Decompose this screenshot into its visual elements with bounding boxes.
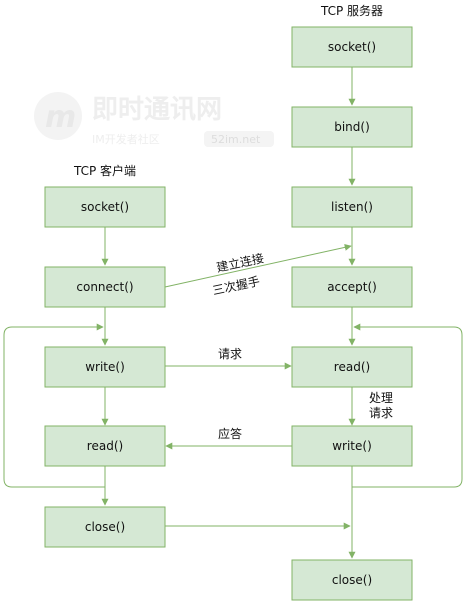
client-connect-label: connect(): [76, 280, 133, 294]
edge-client-loop: [3, 323, 105, 488]
server-bind-label: bind(): [334, 120, 370, 134]
client-socket-box: socket(): [44, 186, 166, 228]
server-bind-box: bind(): [291, 106, 413, 148]
server-title: TCP 服务器: [320, 3, 383, 18]
label-request: 请求: [218, 347, 242, 361]
edge-server-loop: [352, 323, 463, 488]
edge-connect-handshake: [164, 243, 352, 288]
client-read-label: read(): [87, 439, 123, 453]
label-handshake: 三次握手: [211, 273, 261, 298]
client-socket-label: socket(): [81, 200, 129, 214]
client-read-box: read(): [44, 425, 166, 467]
client-write-box: write(): [44, 346, 166, 388]
server-listen-label: listen(): [331, 200, 373, 214]
server-close-box: close(): [291, 559, 413, 601]
client-close-box: close(): [44, 506, 166, 548]
watermark-url: 52im.net: [211, 133, 261, 146]
server-close-label: close(): [332, 573, 372, 587]
client-title: TCP 客户端: [73, 163, 136, 178]
server-accept-label: accept(): [327, 280, 377, 294]
server-socket-label: socket(): [328, 40, 376, 54]
label-process-line2: 请求: [369, 406, 393, 420]
server-socket-box: socket(): [291, 26, 413, 68]
watermark-subtitle: IM开发者社区: [92, 132, 160, 146]
client-connect-box: connect(): [44, 266, 166, 308]
server-write-label: write(): [332, 439, 372, 453]
client-write-label: write(): [85, 360, 125, 374]
label-establish: 建立连接: [215, 250, 265, 275]
watermark-url-badge: [204, 131, 274, 147]
watermark-title: 即时通讯网: [92, 95, 222, 125]
watermark: m 即时通讯网 IM开发者社区 52im.net: [34, 92, 274, 147]
label-response: 应答: [218, 426, 242, 441]
server-accept-box: accept(): [291, 266, 413, 308]
server-listen-box: listen(): [291, 186, 413, 228]
watermark-logo-icon: [34, 92, 82, 140]
server-read-box: read(): [291, 346, 413, 388]
client-close-label: close(): [85, 520, 125, 534]
watermark-logo-letter: m: [45, 100, 76, 135]
server-read-label: read(): [334, 360, 370, 374]
label-process-line1: 处理: [369, 391, 393, 405]
server-write-box: write(): [291, 425, 413, 467]
